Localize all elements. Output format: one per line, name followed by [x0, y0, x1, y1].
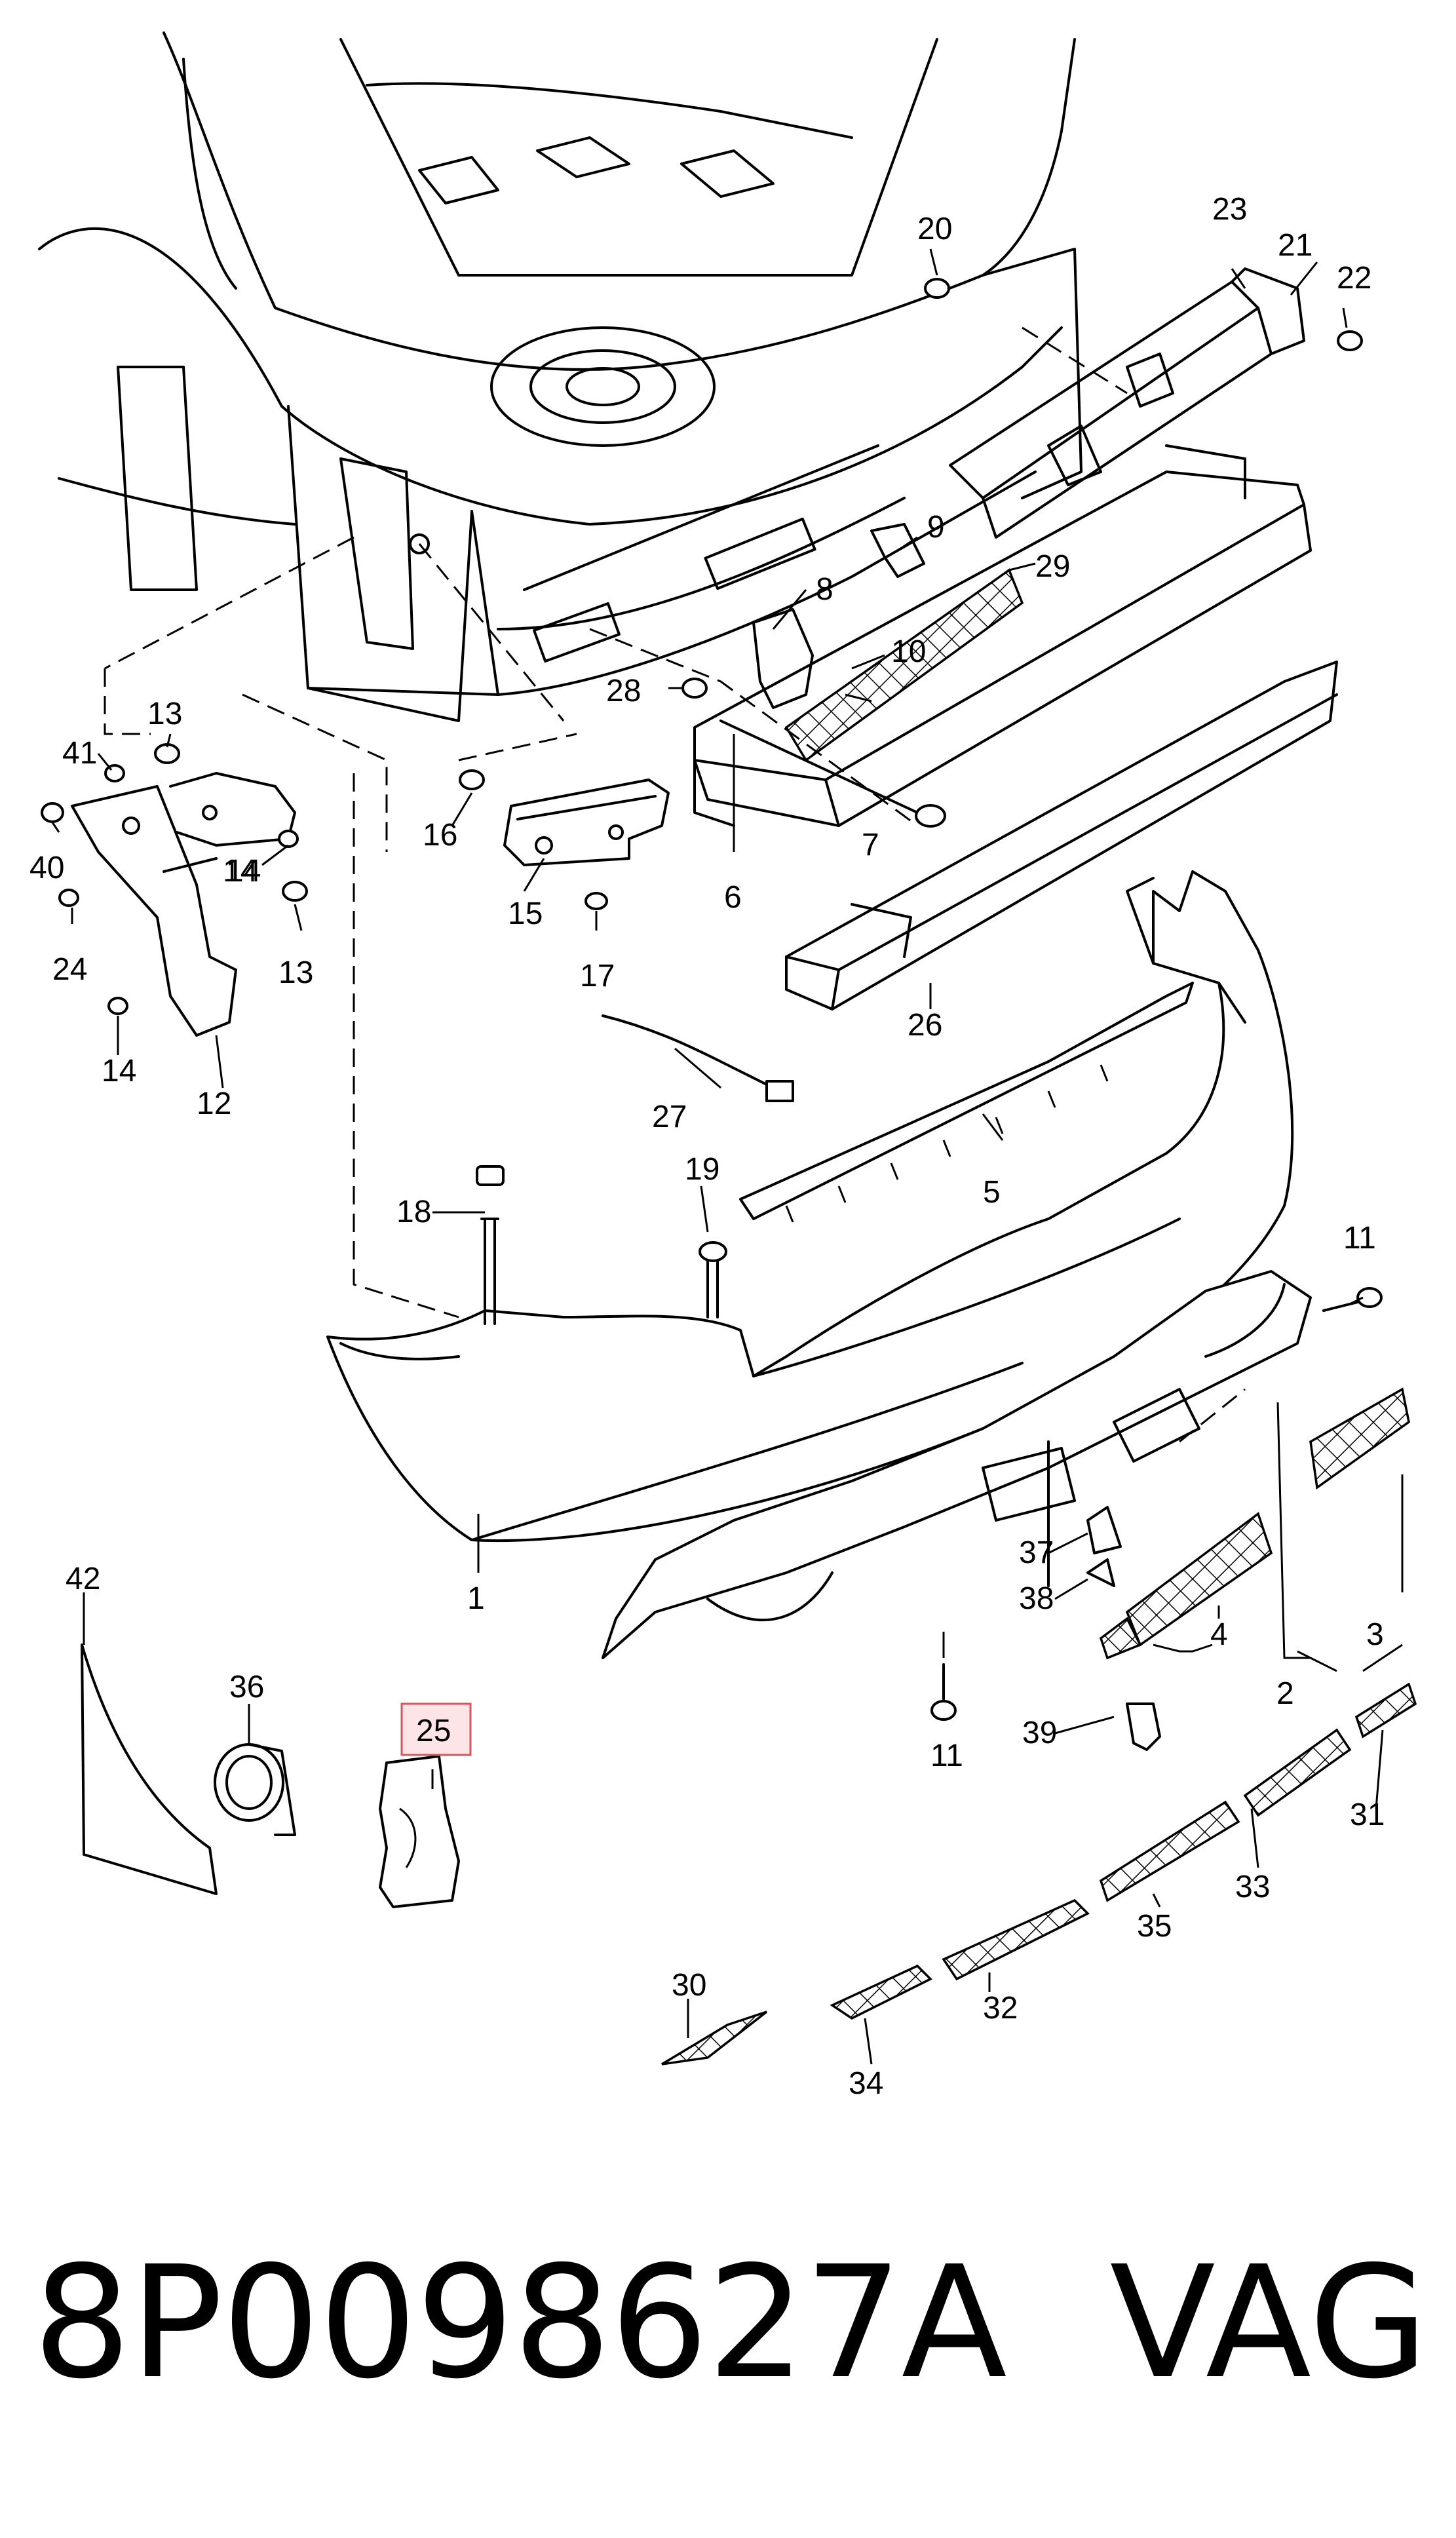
part-caption: 8P0098627A VAG: [33, 2215, 1428, 2431]
callout-41: 41: [62, 736, 97, 771]
callout-33: 33: [1235, 1870, 1270, 1904]
callout-13-top: 13: [147, 697, 182, 731]
callout-21: 21: [1278, 228, 1312, 263]
callout-25: 25: [416, 1714, 451, 1748]
callout-20: 20: [917, 212, 952, 246]
diffuser-2: [602, 1270, 1312, 1659]
mesh-strips: [661, 1682, 1417, 2066]
callout-39: 39: [1022, 1716, 1057, 1750]
callout-24: 24: [52, 952, 87, 987]
callout-16: 16: [423, 818, 457, 853]
callout-32: 32: [983, 1991, 1018, 2026]
callout-31: 31: [1350, 1798, 1385, 1832]
callout-42: 42: [66, 1562, 100, 1596]
guide-bracket-15: [503, 779, 670, 866]
callout-14-low: 14: [226, 854, 261, 889]
brackets-8-9: [752, 523, 1024, 762]
callout-3: 3: [1366, 1617, 1384, 1652]
parts-42-36-25: [81, 1644, 460, 1908]
callout-1: 1: [467, 1581, 485, 1616]
part-number: 8P0098627A: [33, 2233, 1007, 2413]
callout-29: 29: [1035, 549, 1070, 584]
callout-26: 26: [908, 1008, 942, 1043]
callout-labels: 1 2 3 4 5 6 7 8 9 10 11 11 12 13 13 14 1…: [29, 192, 1385, 2101]
brand-label: VAG: [1109, 2233, 1428, 2413]
callout-38: 38: [1019, 1581, 1054, 1616]
callout-2: 2: [1276, 1676, 1294, 1711]
callout-6: 6: [724, 880, 742, 915]
mounting-rail: [949, 267, 1305, 539]
callout-14-mid: 14: [223, 854, 258, 889]
callout-5: 5: [983, 1175, 1001, 1210]
callout-14-extra: 14: [102, 1054, 136, 1088]
callout-27: 27: [652, 1100, 687, 1134]
bumper-cover-1: [326, 870, 1294, 1543]
callout-13-right: 13: [278, 955, 313, 990]
callout-4: 4: [1210, 1617, 1228, 1652]
callout-10: 10: [891, 634, 926, 669]
assembly-guide-lines: [104, 326, 1246, 1443]
callout-36: 36: [229, 1670, 264, 1704]
callout-19: 19: [685, 1152, 719, 1187]
callout-11-upper: 11: [1343, 1221, 1376, 1256]
fasteners: [41, 278, 1383, 1751]
side-bracket-12: [71, 772, 296, 1037]
callout-37: 37: [1019, 1535, 1054, 1570]
callout-8: 8: [816, 572, 833, 607]
callout-15: 15: [508, 896, 543, 931]
callout-30: 30: [672, 1968, 706, 2003]
callout-34: 34: [849, 2066, 883, 2101]
callout-35: 35: [1137, 1909, 1172, 1944]
callout-9: 9: [927, 510, 945, 545]
callout-7: 7: [862, 828, 879, 862]
callout-18: 18: [396, 1195, 431, 1229]
leader-lines: [51, 248, 1404, 2065]
callout-40: 40: [29, 851, 64, 885]
callout-28: 28: [606, 674, 641, 708]
callout-22: 22: [1337, 261, 1371, 296]
car-body-rear-structure: [38, 31, 1082, 722]
callout-12: 12: [197, 1086, 231, 1121]
grilles-3-4: [1099, 1387, 1410, 1660]
callout-17: 17: [580, 959, 615, 993]
callout-23: 23: [1212, 192, 1247, 227]
trim-strip-5: [739, 982, 1194, 1223]
impact-absorber-26: [785, 661, 1338, 1010]
callout-11-lower: 11: [930, 1739, 963, 1773]
highlight-box-25: [400, 1702, 472, 1756]
